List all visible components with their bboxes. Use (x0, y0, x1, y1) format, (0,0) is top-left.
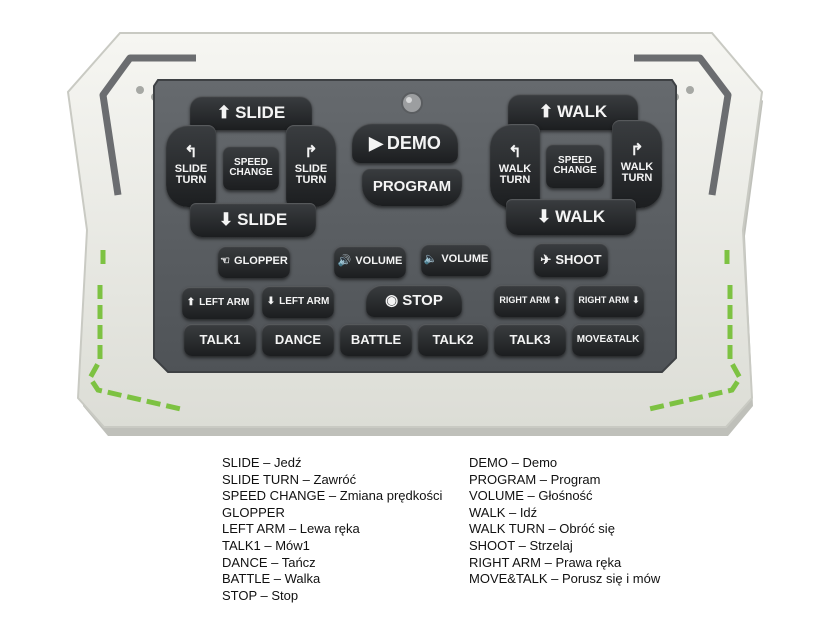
speed-change-left-label: SPEED CHANGE (229, 156, 273, 178)
speed-change-right-button[interactable]: SPEED CHANGE (546, 144, 604, 188)
arrow-down-icon: ⬇ (536, 207, 552, 227)
right-arm-down-button[interactable]: RIGHT ARM⬇ (574, 285, 644, 317)
volume-up-button[interactable]: 🔊VOLUME (334, 246, 406, 278)
glopper-button[interactable]: ☜GLOPPER (218, 246, 290, 278)
legend-item: SLIDE TURN – Zawróć (222, 471, 357, 487)
turn-left-arrow-icon: ↰ (184, 144, 198, 162)
play-icon: ▶ (369, 132, 383, 153)
glopper-label: GLOPPER (234, 255, 288, 268)
legend-item: BATTLE – Walka (222, 571, 321, 587)
arrow-up-icon: ⬆ (186, 296, 196, 308)
legend-item: TALK1 – Mów1 (222, 537, 310, 553)
volume-up-label: VOLUME (355, 255, 403, 268)
walk-turn-left-label: WALK TURN (498, 162, 532, 187)
slide-down-label: SLIDE (237, 210, 288, 230)
legend-item: PROGRAM – Program (469, 471, 601, 487)
slide-down-button[interactable]: ⬇SLIDE (190, 203, 316, 237)
legend-item: GLOPPER (222, 504, 285, 520)
speed-change-left-button[interactable]: SPEED CHANGE (223, 146, 279, 190)
legend-item: DEMO – Demo (469, 455, 558, 470)
legend-item: DANCE – Tańcz (222, 554, 316, 570)
demo-label: DEMO (386, 132, 441, 153)
slide-up-button[interactable]: ⬆SLIDE (190, 96, 312, 130)
program-label: PROGRAM (372, 178, 452, 196)
legend-item: LEFT ARM – Lewa ręka (222, 521, 360, 537)
turn-right-arrow-icon: ↱ (630, 142, 644, 160)
dance-label: DANCE (274, 332, 322, 348)
arrow-up-icon: ⬆ (553, 295, 561, 306)
shoot-label: SHOOT (555, 252, 602, 268)
arrow-up-icon: ⬆ (538, 102, 554, 122)
volume-down-button[interactable]: 🔈VOLUME (421, 244, 491, 276)
legend-item: WALK TURN – Obróć się (469, 521, 615, 537)
walk-turn-right-label: WALK TURN (620, 160, 654, 185)
legend-left: SLIDE – Jedź SLIDE TURN – Zawróć SPEED C… (222, 455, 442, 604)
volume-down-label: VOLUME (441, 253, 489, 266)
legend-item: RIGHT ARM – Prawa ręka (469, 554, 622, 570)
stop-button[interactable]: ◉STOP (366, 285, 462, 317)
speaker-quiet-icon: 🔈 (423, 253, 438, 266)
slide-up-label: SLIDE (235, 103, 286, 123)
shoot-button[interactable]: ✈SHOOT (534, 243, 608, 277)
slide-turn-right-label: SLIDE TURN (294, 162, 328, 187)
speed-change-right-label: SPEED CHANGE (553, 154, 597, 176)
arrow-down-icon: ⬇ (632, 295, 640, 306)
program-button[interactable]: PROGRAM (362, 168, 462, 206)
battle-button[interactable]: BATTLE (340, 324, 412, 356)
talk3-button[interactable]: TALK3 (494, 324, 566, 356)
glopper-hand-icon: ☜ (220, 255, 231, 268)
walk-down-label: WALK (555, 207, 606, 227)
talk2-label: TALK2 (432, 332, 474, 348)
legend-right: DEMO – Demo PROGRAM – Program VOLUME – G… (469, 455, 660, 588)
demo-button[interactable]: ▶DEMO (352, 123, 458, 163)
stop-label: STOP (402, 292, 443, 310)
walk-turn-left-button[interactable]: ↰WALK TURN (490, 124, 540, 208)
right-arm-up-button[interactable]: RIGHT ARM⬆ (494, 285, 566, 317)
talk1-button[interactable]: TALK1 (184, 324, 256, 356)
slide-turn-left-button[interactable]: ↰SLIDE TURN (166, 125, 216, 207)
right-arm-up-label: RIGHT ARM (499, 295, 551, 306)
legend-item: MOVE&TALK – Porusz się i mów (469, 571, 661, 587)
remote-body-graphic (66, 32, 764, 436)
talk3-label: TALK3 (509, 332, 551, 348)
trim-left (99, 54, 196, 196)
battle-label: BATTLE (350, 332, 402, 348)
robot-remote-control: ⬆SLIDE ↰SLIDE TURN SPEED CHANGE ↱SLIDE T… (66, 32, 764, 436)
turn-left-arrow-icon: ↰ (508, 144, 522, 162)
accent-left (87, 250, 186, 413)
legend-item: SPEED CHANGE – Zmiana prędkości (222, 488, 443, 504)
accent-right (644, 250, 743, 413)
legend-item: VOLUME – Głośność (469, 488, 593, 504)
arrow-down-icon: ⬇ (266, 295, 276, 307)
arrow-down-icon: ⬇ (218, 210, 234, 230)
turn-right-arrow-icon: ↱ (304, 144, 318, 162)
slide-turn-right-button[interactable]: ↱SLIDE TURN (286, 125, 336, 207)
left-arm-up-label: LEFT ARM (199, 296, 250, 308)
slide-turn-left-label: SLIDE TURN (174, 162, 208, 187)
walk-down-button[interactable]: ⬇WALK (506, 199, 636, 235)
dance-button[interactable]: DANCE (262, 324, 334, 356)
legend-item: SHOOT – Strzelaj (469, 537, 573, 553)
stop-icon: ◉ (385, 292, 399, 310)
trim-right (634, 54, 732, 196)
indicator-led (401, 92, 423, 114)
left-arm-down-label: LEFT ARM (279, 295, 330, 307)
move-talk-label: MOVE&TALK (576, 333, 640, 345)
legend-item: SLIDE – Jedź (222, 455, 302, 470)
arrow-up-icon: ⬆ (216, 103, 232, 123)
legend-item: WALK – Idź (469, 504, 538, 520)
left-arm-up-button[interactable]: ⬆LEFT ARM (182, 287, 254, 319)
legend-item: STOP – Stop (222, 587, 299, 603)
talk2-button[interactable]: TALK2 (418, 324, 488, 356)
walk-turn-right-button[interactable]: ↱WALK TURN (612, 120, 662, 208)
right-arm-down-label: RIGHT ARM (578, 295, 630, 306)
shoot-icon: ✈ (540, 252, 552, 268)
walk-up-label: WALK (557, 102, 608, 122)
move-talk-button[interactable]: MOVE&TALK (572, 324, 644, 356)
talk1-label: TALK1 (199, 332, 241, 348)
left-arm-down-button[interactable]: ⬇LEFT ARM (262, 286, 334, 318)
speaker-loud-icon: 🔊 (337, 255, 352, 268)
